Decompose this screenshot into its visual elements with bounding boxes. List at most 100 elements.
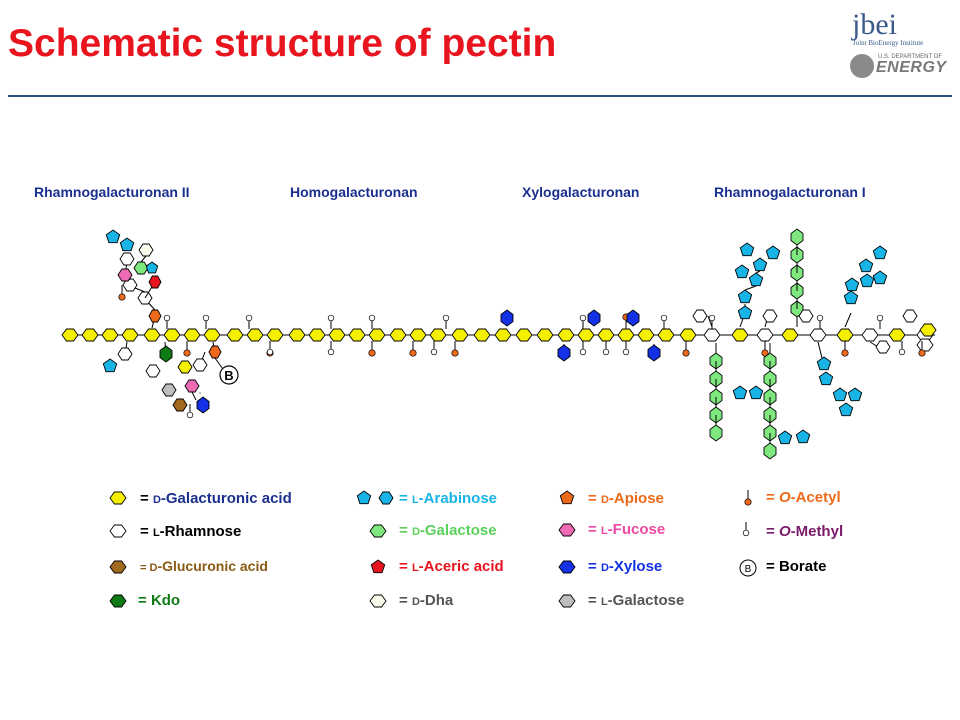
galacturonic-acid-residue [637,328,655,342]
legend-eq: = [588,521,601,538]
arabinose-residue [844,277,860,292]
legend-rhamnose-icon [109,524,127,538]
apiose-residue [148,309,162,323]
rhamnose-residue [875,340,891,354]
legend-name: Borate [778,558,827,575]
acetyl-group-icon [744,498,752,506]
legend-eq: = [138,592,151,609]
xylose-residue [196,396,210,414]
legend-eq: = [588,558,601,575]
l-galactose-residue [161,383,177,397]
arabinose-residue [832,387,848,402]
title-divider [8,95,952,97]
galacturonic-acid-residue [348,328,366,342]
rhamnose-residue [145,364,161,378]
rhamnose-residue [117,347,133,361]
methyl-group-icon [186,411,194,419]
region-label-hg: Homogalacturonan [290,184,418,200]
galacturonic-acid-residue [836,328,854,342]
arabinose-residue [748,385,764,400]
arabinose-residue [847,387,863,402]
jbei-logo-subtitle: Joint BioEnergy Institute [853,39,924,47]
galacturonic-acid-residue [288,328,306,342]
arabinose-residue [858,258,874,273]
methyl-group-icon [816,314,824,322]
acetyl-group-icon [918,349,926,357]
glycosidic-bond [191,391,197,401]
legend-name: -Glucuronic acid [157,558,268,574]
galacturonic-acid-residue [409,328,427,342]
arabinose-residue [816,356,832,371]
methyl-group-icon [876,314,884,322]
legend-eq: = [140,562,150,574]
legend-arabinose-pentagon-icon [356,490,372,505]
methyl-group-icon [579,314,587,322]
legend-name: -Galacturonic acid [160,490,292,507]
acetyl-group-icon [409,349,417,357]
kdo-residue [159,345,173,363]
arabinose-residue [119,237,135,252]
legend-prefix: D [600,562,609,574]
galacturonic-acid-residue [577,328,595,342]
arabinose-residue [737,305,753,320]
legend-prefix: D [149,562,158,574]
legend-galactose-icon [369,524,387,538]
legend-label-galacturonic: = D-Galacturonic acid [140,490,292,507]
legend-name: -Apiose [608,490,664,507]
galacturonic-acid-residue [657,328,675,342]
legend-xylose-icon [558,560,576,574]
arabinose-residue [838,402,854,417]
legend-name: -Fucose [607,521,666,538]
legend-borate-icon [739,559,757,577]
arabinose-residue [734,264,750,279]
legend-label-galactose: = D-Galactose [399,522,497,539]
methyl-group-icon [202,314,210,322]
xylose-residue [587,309,601,327]
legend-kdo-icon [109,594,127,608]
legend-prefix: D [600,494,609,506]
arabinose-residue [818,371,834,386]
legend-prefix: D [152,494,161,506]
galacturonic-acid-residue [473,328,491,342]
galacturonic-acid-residue [226,328,244,342]
legend-l-galactose-icon [558,594,576,608]
rhamnose-residue [756,328,774,342]
legend-prefix: L [600,525,608,537]
galacturonic-acid-residue [246,328,264,342]
legend-label-apiose: = D-Apiose [588,490,664,507]
galacturonic-acid-residue [919,323,937,337]
legend-label-acetyl: = O-Acetyl [766,489,841,506]
legend-eq: = [766,489,779,506]
xylose-residue [647,344,661,362]
rhamnose-residue [902,309,918,323]
glycosidic-bond [817,341,823,359]
arabinose-residue [872,245,888,260]
legend-eq: = [399,558,412,575]
methyl-group-icon [622,348,630,356]
galacturonic-acid-residue [61,328,79,342]
legend-label-borate: = Borate [766,558,826,575]
legend-prefix: L [411,494,419,506]
methyl-group-icon [163,314,171,322]
galacturonic-acid-residue [183,328,201,342]
rhamnose-residue [703,328,721,342]
legend-name: -Acetyl [790,489,841,506]
legend-eq: = [140,490,153,507]
rhamnose-residue [798,309,814,323]
rhamnose-residue [692,309,708,323]
arabinose-residue [765,245,781,260]
methyl-group-icon [266,348,274,356]
galacturonic-acid-residue [203,328,221,342]
acetyl-group-icon [118,293,126,301]
legend-prefix: L [411,562,419,574]
methyl-group-icon [442,314,450,322]
galacturonic-acid-residue [451,328,469,342]
methyl-group-icon [660,314,668,322]
region-label-xg: Xylogalacturonan [522,184,640,200]
legend-dha-icon [369,594,387,608]
galacturonic-acid-residue [515,328,533,342]
glycosidic-bond [755,270,761,274]
fucose-residue [117,268,133,282]
legend-label-arabinose: = L-Arabinose [399,490,497,507]
acetyl-group-icon [841,349,849,357]
